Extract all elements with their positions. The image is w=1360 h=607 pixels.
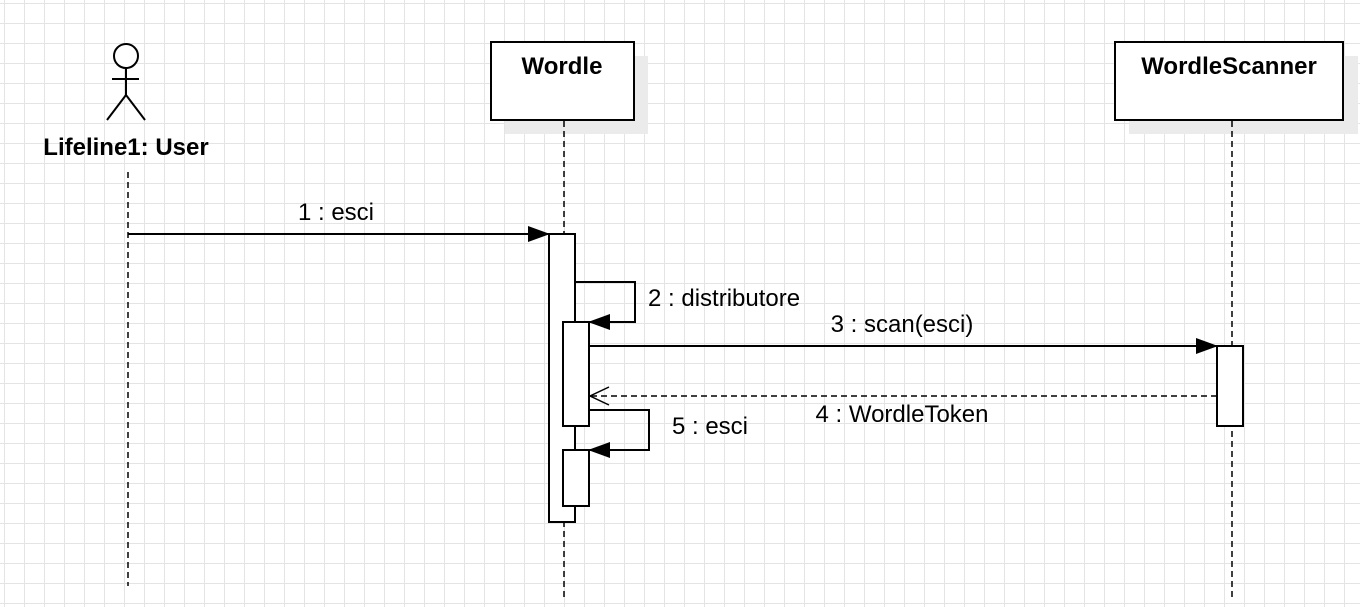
message-2[interactable]: 2 : distributore bbox=[575, 281, 800, 330]
object-box-wordle bbox=[490, 41, 635, 121]
message-arrow bbox=[588, 409, 650, 458]
message-label-1: 1 : esci bbox=[298, 199, 374, 226]
lifeline-user[interactable]: Lifeline1: User bbox=[43, 43, 209, 586]
message-label-3: 3 : scan(esci) bbox=[831, 311, 974, 338]
lifeline-label-wordle: Wordle bbox=[522, 53, 603, 80]
message-arrow bbox=[575, 281, 636, 330]
object-box-scanner bbox=[1114, 41, 1344, 121]
message-4[interactable]: 4 : WordleToken bbox=[588, 386, 1217, 428]
lifeline-label-user: Lifeline1: User bbox=[43, 134, 208, 161]
actor-icon bbox=[106, 43, 146, 121]
activation-bar-scanner[interactable] bbox=[1216, 345, 1244, 427]
lifeline-wordle[interactable]: Wordle bbox=[490, 41, 648, 598]
message-label-5: 5 : esci bbox=[672, 413, 748, 440]
lifeline-label-scanner: WordleScanner bbox=[1141, 53, 1317, 80]
lifeline-scanner[interactable]: WordleScanner bbox=[1114, 41, 1358, 598]
activation-bar-wordle-esci[interactable] bbox=[562, 449, 590, 507]
message-label-4: 4 : WordleToken bbox=[816, 401, 989, 428]
message-3[interactable]: 3 : scan(esci) bbox=[589, 311, 1218, 354]
open-arrowhead-icon bbox=[588, 386, 610, 406]
message-label-2: 2 : distributore bbox=[648, 285, 800, 312]
message-5[interactable]: 5 : esci bbox=[588, 409, 748, 458]
message-1[interactable]: 1 : esci bbox=[128, 199, 550, 242]
activation-bar-wordle-distributore[interactable] bbox=[562, 321, 590, 427]
